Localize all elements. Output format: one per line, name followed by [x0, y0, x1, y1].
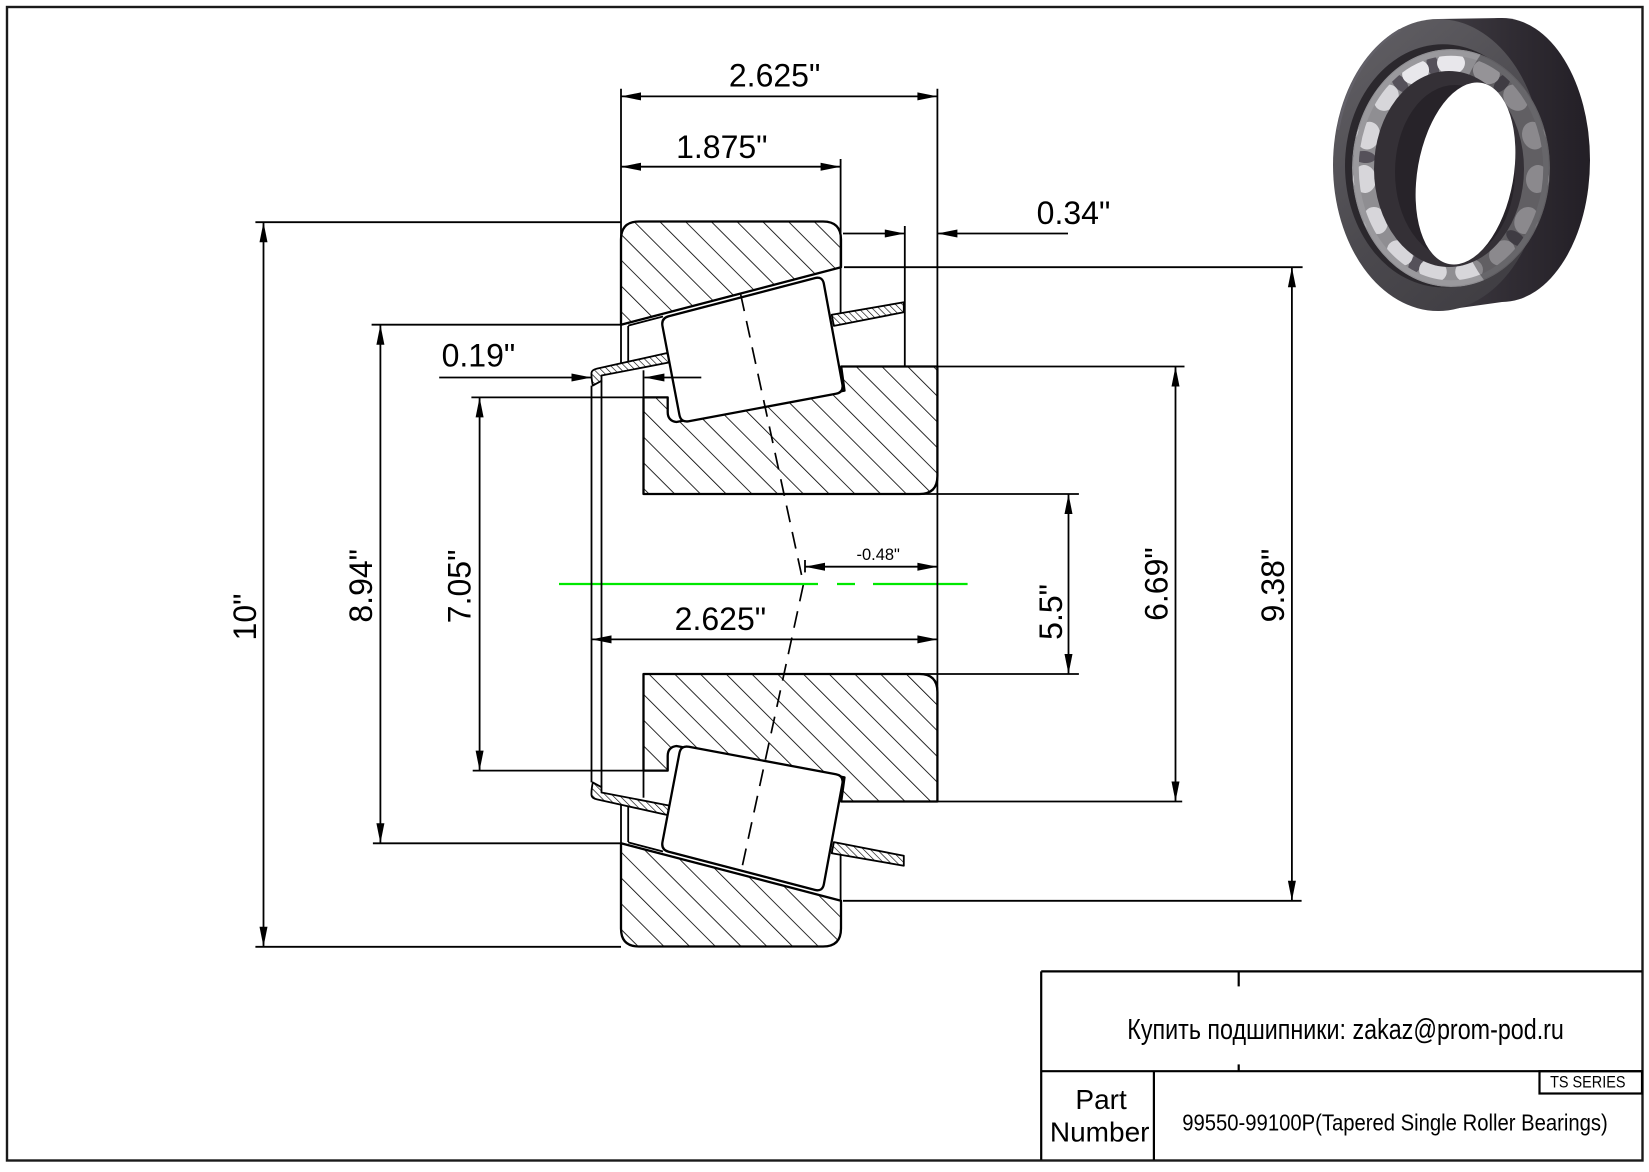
svg-text:6.69": 6.69"	[1138, 547, 1174, 621]
svg-text:0.34": 0.34"	[1037, 195, 1111, 231]
svg-text:Part: Part	[1075, 1084, 1127, 1115]
svg-text:Купить подшипники: zakaz@prom-: Купить подшипники: zakaz@prom-pod.ru	[1127, 1014, 1564, 1046]
svg-text:0.19": 0.19"	[442, 337, 516, 373]
svg-text:9.38": 9.38"	[1255, 549, 1291, 623]
svg-text:2.625": 2.625"	[729, 58, 820, 94]
svg-text:2.625": 2.625"	[675, 601, 766, 637]
svg-text:1.875": 1.875"	[676, 129, 767, 165]
svg-text:7.05": 7.05"	[441, 550, 477, 624]
svg-text:Number: Number	[1050, 1117, 1150, 1148]
svg-text:99550-99100P(Tapered Single Ro: 99550-99100P(Tapered Single Roller Beari…	[1182, 1110, 1608, 1136]
svg-text:5.5": 5.5"	[1033, 584, 1069, 640]
svg-text:10": 10"	[227, 594, 263, 641]
svg-text:8.94": 8.94"	[343, 549, 379, 623]
svg-text:-0.48": -0.48"	[857, 545, 900, 564]
svg-text:TS SERIES: TS SERIES	[1550, 1072, 1625, 1091]
